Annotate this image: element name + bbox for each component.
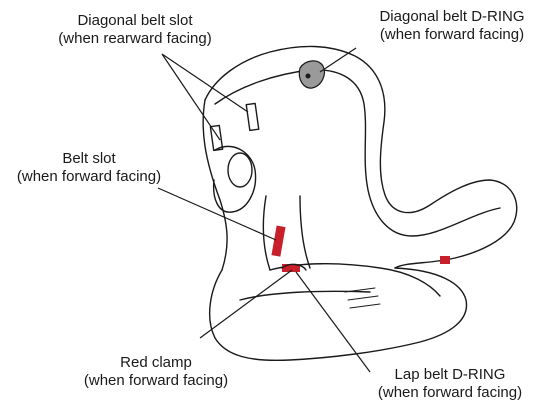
- diagonal-belt-d-ring-graphic: [299, 61, 324, 88]
- label-lap-belt-d-ring-line1: Lap belt D-RING: [378, 366, 522, 384]
- label-lap-belt-d-ring-line2: (when forward facing): [378, 384, 522, 402]
- label-belt-slot-line2: (when forward facing): [17, 168, 161, 186]
- leader-line-red-clamp: [200, 270, 292, 338]
- leader-line-upper-d-ring: [320, 48, 356, 72]
- label-belt-slot: Belt slot (when forward facing): [17, 150, 161, 186]
- diagonal-belt-slot-graphics: [210, 103, 258, 150]
- car-seat-shell: [203, 46, 517, 360]
- label-diagonal-belt-d-ring: Diagonal belt D-RING (when forward facin…: [379, 8, 524, 44]
- label-diagonal-belt-d-ring-line1: Diagonal belt D-RING: [379, 8, 524, 26]
- label-red-clamp-line1: Red clamp: [84, 354, 228, 372]
- label-lap-belt-d-ring: Lap belt D-RING (when forward facing): [378, 366, 522, 402]
- label-diagonal-belt-slot-line1: Diagonal belt slot: [58, 12, 211, 30]
- leader-line-belt-slot: [158, 188, 276, 240]
- label-red-clamp: Red clamp (when forward facing): [84, 354, 228, 390]
- label-belt-slot-line1: Belt slot: [17, 150, 161, 168]
- label-diagonal-belt-slot-line2: (when rearward facing): [58, 30, 211, 48]
- label-diagonal-belt-d-ring-line2: (when forward facing): [379, 26, 524, 44]
- leader-line-slot-a: [162, 54, 220, 140]
- label-red-clamp-line2: (when forward facing): [84, 372, 228, 390]
- label-diagonal-belt-slot: Diagonal belt slot (when rearward facing…: [58, 12, 211, 48]
